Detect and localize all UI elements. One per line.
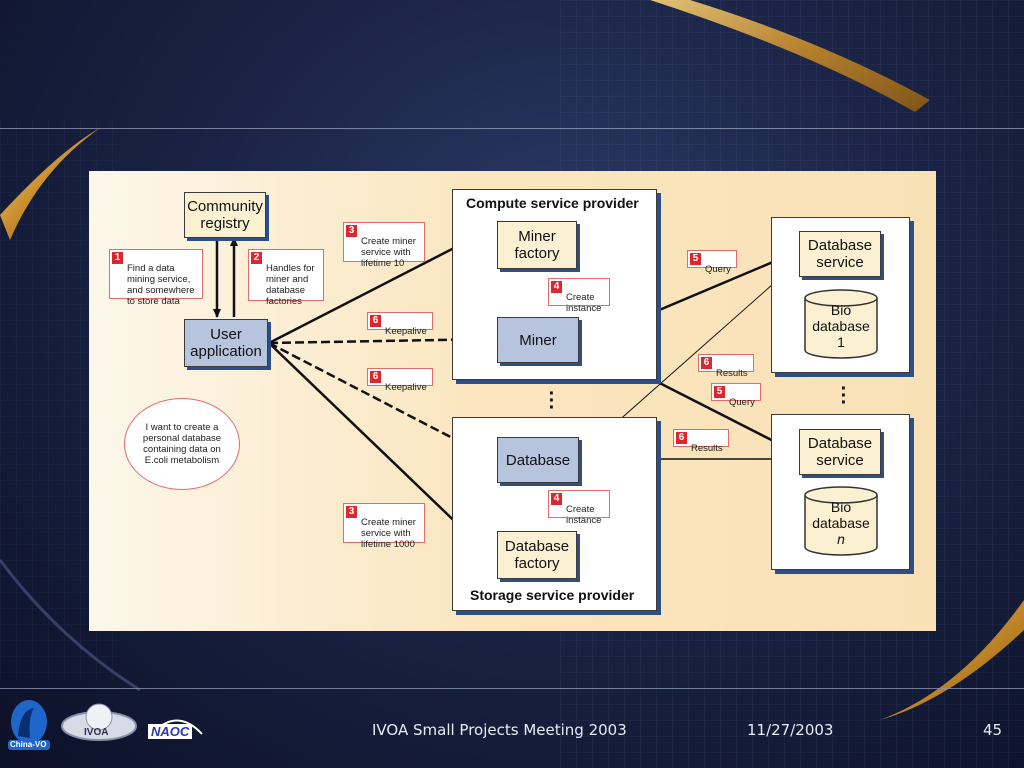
- compute-provider-title: Compute service provider: [466, 195, 639, 211]
- gold-swoosh-left: [0, 128, 100, 240]
- naoc-logo: NAOC: [144, 710, 208, 744]
- china-vo-logo: China-VO: [6, 696, 52, 754]
- database-service-n-box: Database service: [799, 429, 881, 475]
- gold-swoosh-top: [650, 0, 930, 112]
- footer-date: 11/27/2003: [747, 721, 834, 739]
- vertical-ellipsis-providers: ···: [548, 383, 556, 419]
- footer-divider: [0, 688, 1024, 689]
- database-factory-box: Database factory: [497, 531, 577, 579]
- bio-database-1-label: Bio database 1: [812, 302, 870, 350]
- miner-factory-box: Miner factory: [497, 221, 577, 269]
- bio-database-n: Bio database n: [803, 486, 879, 556]
- bio-database-1: Bio database 1: [803, 289, 879, 359]
- ivoa-logo: IVOA: [60, 700, 138, 746]
- footer-page-number: 45: [983, 721, 1003, 739]
- database-service-1-box: Database service: [799, 231, 881, 277]
- ivoa-logo-text: IVOA: [84, 727, 109, 738]
- miner-box: Miner: [497, 317, 579, 363]
- architecture-diagram: Community registry User application Comp…: [89, 171, 936, 631]
- footer-title: IVOA Small Projects Meeting 2003: [372, 721, 627, 739]
- community-registry-box: Community registry: [184, 192, 266, 238]
- storage-provider-title: Storage service provider: [470, 587, 635, 603]
- naoc-logo-text: NAOC: [148, 724, 193, 739]
- user-goal-bubble: I want to create a personal database con…: [124, 398, 240, 490]
- user-application-box: User application: [184, 319, 268, 367]
- bio-database-n-label: Bio database n: [812, 499, 870, 547]
- vertical-ellipsis-data-providers: ···: [840, 378, 848, 414]
- china-vo-logo-text: China-VO: [10, 740, 47, 749]
- database-box: Database: [497, 437, 579, 483]
